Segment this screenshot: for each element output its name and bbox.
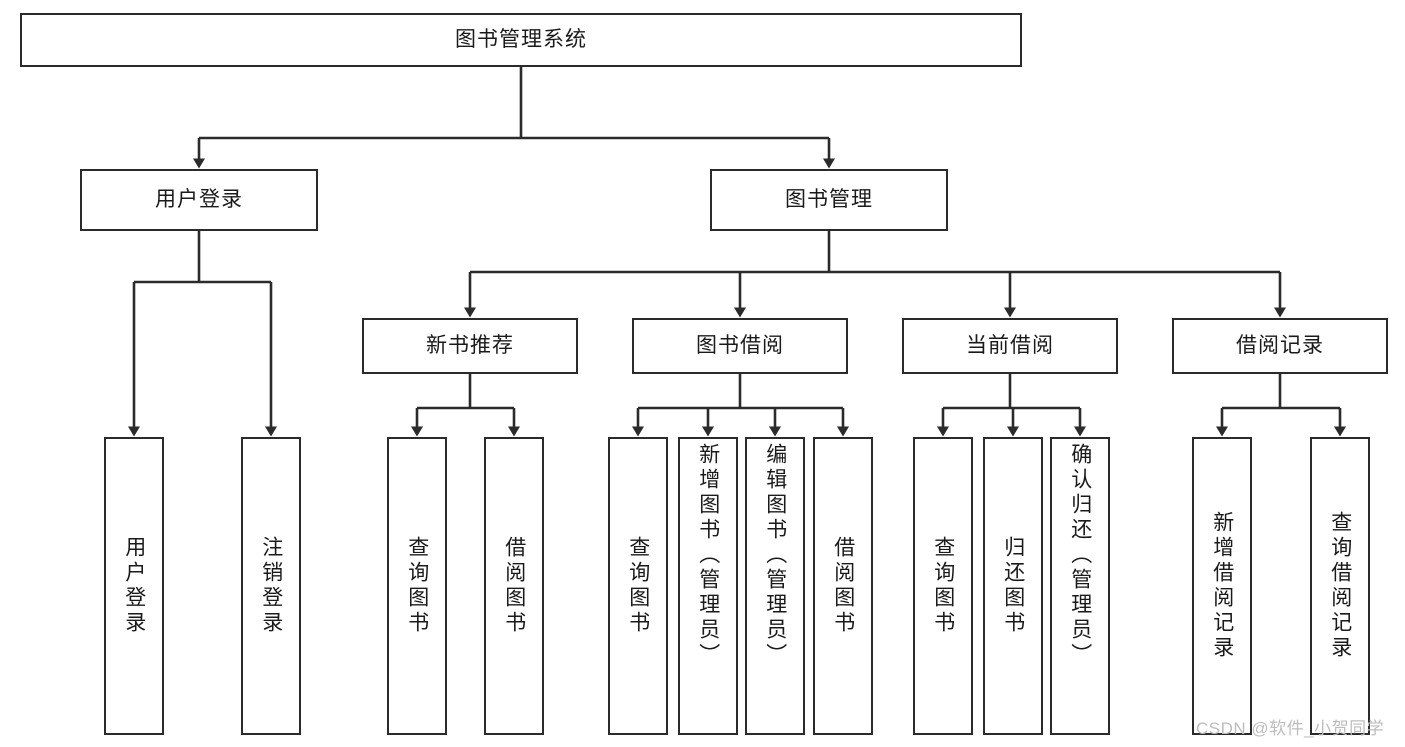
csdn-watermark: CSDN @软件_小贺同学 (1196, 719, 1385, 738)
node-leaf-query-book-2-label: 查询图书 (626, 536, 650, 636)
node-borrow-record[interactable]: 借阅记录 (1172, 318, 1388, 374)
node-leaf-confirm-return[interactable]: 确认归还（管理员） (1050, 437, 1110, 735)
node-leaf-add-book[interactable]: 新增图书（管理员） (678, 437, 738, 735)
node-leaf-borrow-book-2-label: 借阅图书 (831, 536, 855, 636)
node-leaf-confirm-return-label: 确认归还（管理员） (1068, 443, 1092, 668)
node-book-manage[interactable]: 图书管理 (710, 169, 948, 231)
node-book-manage-label: 图书管理 (785, 188, 873, 212)
node-leaf-user-login-label: 用户登录 (122, 536, 146, 636)
node-user-login[interactable]: 用户登录 (80, 169, 318, 231)
node-leaf-borrow-book-1[interactable]: 借阅图书 (484, 437, 544, 735)
node-leaf-return-book[interactable]: 归还图书 (983, 437, 1043, 735)
node-leaf-logout[interactable]: 注销登录 (241, 437, 301, 735)
node-leaf-edit-book[interactable]: 编辑图书（管理员） (745, 437, 805, 735)
node-user-login-label: 用户登录 (155, 188, 243, 212)
node-leaf-borrow-book-1-label: 借阅图书 (502, 536, 526, 636)
node-current-borrow-label: 当前借阅 (966, 334, 1054, 358)
node-leaf-add-book-label: 新增图书（管理员） (696, 443, 720, 668)
node-leaf-add-record-label: 新增借阅记录 (1210, 511, 1234, 661)
node-borrow-record-label: 借阅记录 (1236, 334, 1324, 358)
node-leaf-query-book-1-label: 查询图书 (405, 536, 429, 636)
node-leaf-user-login[interactable]: 用户登录 (104, 437, 164, 735)
node-leaf-query-record-label: 查询借阅记录 (1328, 511, 1352, 661)
node-root[interactable]: 图书管理系统 (20, 13, 1022, 67)
node-leaf-return-book-label: 归还图书 (1001, 536, 1025, 636)
node-leaf-logout-label: 注销登录 (259, 536, 283, 636)
node-root-label: 图书管理系统 (455, 28, 587, 52)
node-leaf-query-record[interactable]: 查询借阅记录 (1310, 437, 1370, 735)
node-leaf-borrow-book-2[interactable]: 借阅图书 (813, 437, 873, 735)
node-book-borrow-label: 图书借阅 (696, 334, 784, 358)
node-book-borrow[interactable]: 图书借阅 (632, 318, 848, 374)
node-leaf-query-book-3-label: 查询图书 (931, 536, 955, 636)
node-leaf-add-record[interactable]: 新增借阅记录 (1192, 437, 1252, 735)
node-leaf-query-book-1[interactable]: 查询图书 (387, 437, 447, 735)
node-leaf-query-book-2[interactable]: 查询图书 (608, 437, 668, 735)
node-leaf-query-book-3[interactable]: 查询图书 (913, 437, 973, 735)
node-current-borrow[interactable]: 当前借阅 (902, 318, 1118, 374)
node-new-book-rec[interactable]: 新书推荐 (362, 318, 578, 374)
node-leaf-edit-book-label: 编辑图书（管理员） (763, 443, 787, 668)
node-new-book-rec-label: 新书推荐 (426, 334, 514, 358)
